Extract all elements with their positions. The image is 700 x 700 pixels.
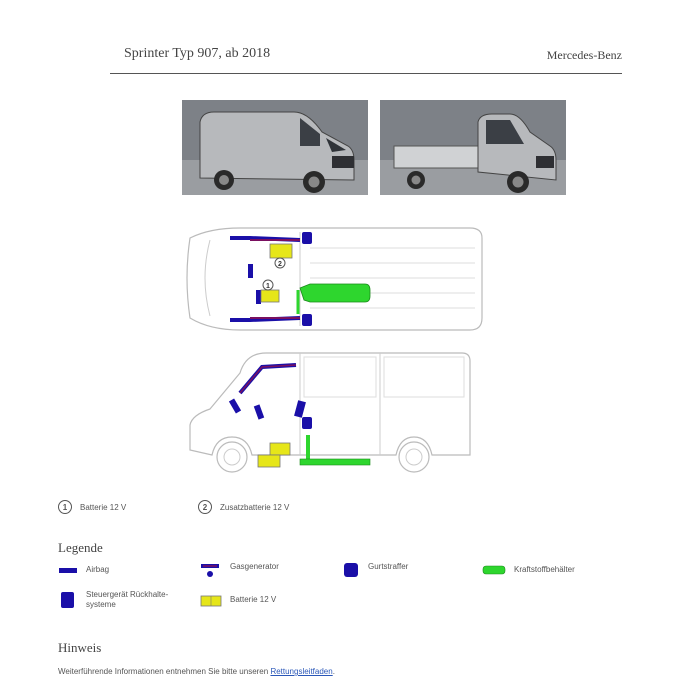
legend-item-battery: Batterie 12 V [200, 595, 340, 607]
van-photo [182, 100, 368, 195]
number-circle: 1 [58, 500, 72, 514]
hint-body: Weiterführende Informationen entnehmen S… [58, 667, 271, 676]
legend-item-airbag: Airbag [58, 565, 196, 575]
legend-title: Legende [58, 540, 103, 555]
page-title: Sprinter Typ 907, ab 2018 [124, 46, 271, 61]
battery-icon [200, 595, 222, 607]
note-label: Batterie 12 V [80, 502, 127, 512]
brand-name: Mercedes-Benz [546, 48, 622, 62]
restraint-control-unit-icon [61, 592, 74, 608]
fuel-tank-icon [482, 565, 506, 575]
vehicle-side-view-diagram [170, 345, 490, 490]
legend-item-gas-generator: Gasgenerator [200, 562, 340, 578]
svg-text:2: 2 [278, 261, 282, 268]
number-circle: 2 [198, 500, 212, 514]
legend-item-belt-tensioner: Gurtstraffer [342, 562, 478, 578]
legend-label: Kraftstoffbehälter [514, 565, 575, 574]
hint-text: Weiterführende Informationen entnehmen S… [58, 667, 335, 676]
legend-label: Gasgenerator [230, 562, 279, 571]
gas-generator-icon [201, 564, 219, 577]
svg-text:1: 1 [266, 283, 270, 290]
note-label: Zusatzbatterie 12 V [220, 502, 290, 512]
note-auxiliary-battery-12v: 2 Zusatzbatterie 12 V [198, 500, 289, 514]
rescue-guide-link[interactable]: Rettungsleitfaden [270, 667, 333, 676]
legend-item-restraint-control-unit: Steuergerät Rückhalte-systeme [58, 590, 196, 610]
legend-label: Batterie 12 V [230, 595, 277, 604]
airbag-icon [59, 568, 77, 573]
belt-tensioner-icon [344, 563, 358, 577]
pickup-photo [380, 100, 566, 195]
legend-item-fuel-tank: Kraftstoffbehälter [482, 565, 624, 575]
legend-label: Steuergerät Rückhalte-systeme [86, 590, 169, 609]
legend-label: Airbag [86, 565, 110, 574]
vehicle-top-view-diagram: 2 1 [170, 218, 490, 343]
hint-suffix: . [332, 667, 335, 676]
note-battery-12v: 1 Batterie 12 V [58, 500, 126, 514]
legend-label: Gurtstraffer [368, 562, 409, 571]
hint-title: Hinweis [58, 640, 102, 655]
header-divider [110, 73, 622, 74]
